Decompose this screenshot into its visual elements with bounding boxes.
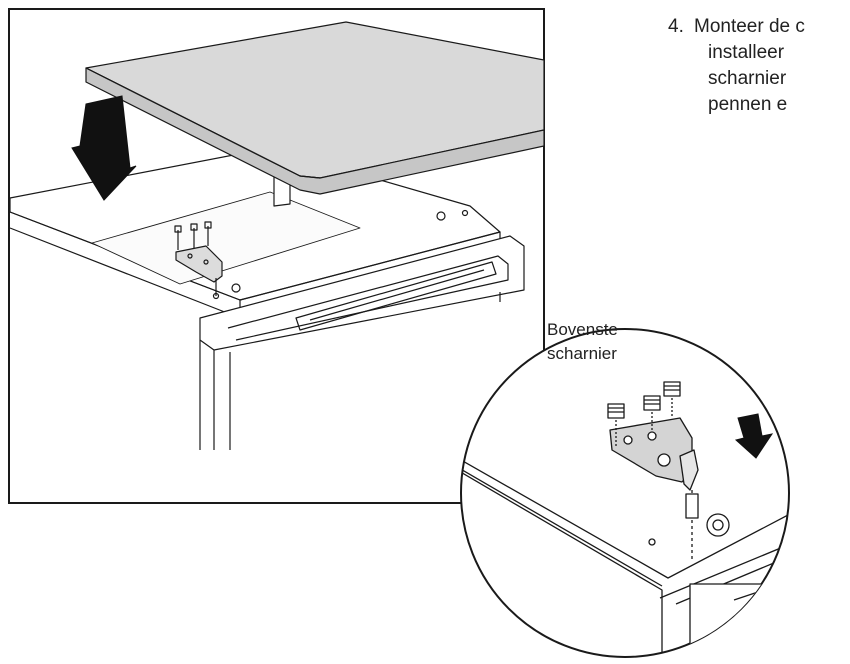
step-line-4: pennen e	[708, 94, 788, 115]
step-line-2: installeer	[708, 42, 785, 63]
step-line-1: Monteer de c	[694, 16, 805, 37]
screws	[607, 381, 681, 446]
down-arrow-large-icon	[71, 95, 137, 201]
hinge-plate	[609, 417, 699, 560]
hinge-callout-label: Bovenste scharnier	[547, 318, 618, 366]
instruction-step: 4. Monteer de c installeer scharnier penn…	[668, 14, 805, 118]
lid	[85, 21, 544, 195]
callout-line-1: Bovenste	[547, 320, 618, 339]
detail-circle	[460, 328, 790, 658]
step-number: 4.	[668, 16, 684, 37]
down-arrow-small-icon	[734, 413, 774, 459]
step-line-3: scharnier	[708, 68, 787, 89]
small-hinge	[174, 221, 223, 300]
door	[199, 235, 525, 450]
callout-line-2: scharnier	[547, 344, 617, 363]
